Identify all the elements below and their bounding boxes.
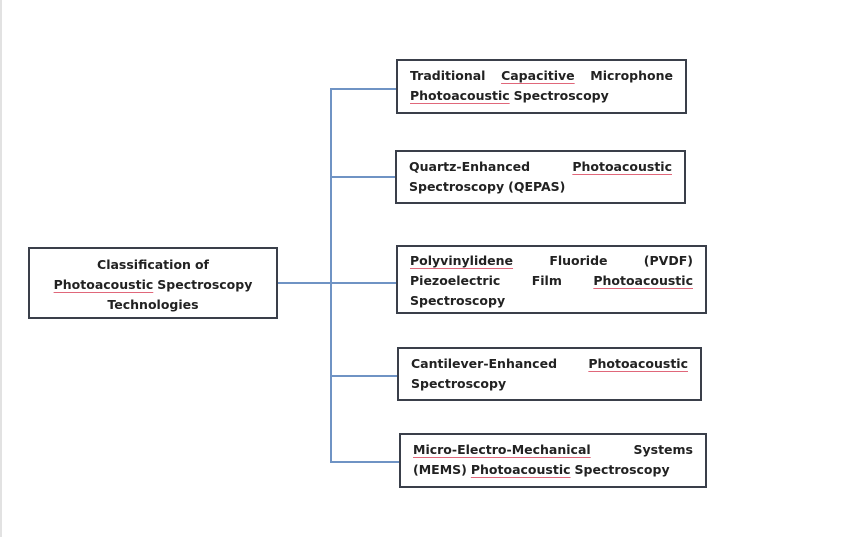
word: Spectroscopy (157, 277, 253, 292)
word: (QEPAS) (508, 179, 566, 194)
word: Spectroscopy (574, 462, 670, 477)
word: Traditional (410, 68, 486, 83)
connector-1 (330, 88, 396, 90)
text-line: Spectroscopy (410, 291, 693, 311)
connector-4 (330, 375, 397, 377)
word: (MEMS) (413, 462, 467, 477)
word: Cantilever-Enhanced (411, 356, 558, 371)
word: Photoacoustic (572, 159, 672, 174)
text-line: Piezoelectric Film Photoacoustic (410, 271, 693, 291)
word: Systems (633, 442, 693, 457)
word: Piezoelectric (410, 273, 501, 288)
text-line: Polyvinylidene Fluoride (PVDF) (410, 251, 693, 271)
word: Technologies (107, 297, 199, 312)
word: Capacitive (501, 68, 575, 83)
text-line: Cantilever-Enhanced Photoacoustic (411, 354, 688, 374)
word: Photoacoustic (470, 462, 571, 477)
word: Fluoride (549, 253, 608, 268)
word: Photoacoustic (593, 273, 693, 288)
text-line: Quartz-Enhanced Photoacoustic (409, 157, 672, 177)
word: Spectroscopy (411, 376, 507, 391)
text-line: Micro-Electro-Mechanical Systems (413, 440, 693, 460)
text-line: Traditional Capacitive Microphone (410, 66, 673, 86)
word: Classification (97, 257, 191, 272)
text-line: Spectroscopy (411, 374, 688, 394)
word: Spectroscopy (513, 88, 609, 103)
word: Microphone (590, 68, 673, 83)
word: Spectroscopy (410, 293, 506, 308)
word: Film (531, 273, 562, 288)
child-node-mems: Micro-Electro-Mechanical Systems (MEMS)Pho… (399, 433, 707, 488)
word: Spectroscopy (409, 179, 505, 194)
page-edge (0, 0, 2, 537)
word: Quartz-Enhanced (409, 159, 531, 174)
word: Micro-Electro-Mechanical (413, 442, 591, 457)
connector-2 (330, 176, 395, 178)
connector-root (277, 282, 331, 284)
text-line: Technologies (40, 295, 266, 315)
word: of (194, 257, 209, 272)
word: Polyvinylidene (410, 253, 514, 268)
word: (PVDF) (643, 253, 693, 268)
word: Photoacoustic (410, 88, 510, 103)
text-line: Spectroscopy(QEPAS) (409, 177, 672, 197)
connector-trunk (330, 89, 332, 462)
child-node-pvdf: Polyvinylidene Fluoride (PVDF) Piezoelectri… (396, 245, 707, 314)
word: Photoacoustic (53, 277, 154, 292)
connector-3 (330, 282, 396, 284)
connector-5 (330, 461, 399, 463)
word: Photoacoustic (588, 356, 688, 371)
